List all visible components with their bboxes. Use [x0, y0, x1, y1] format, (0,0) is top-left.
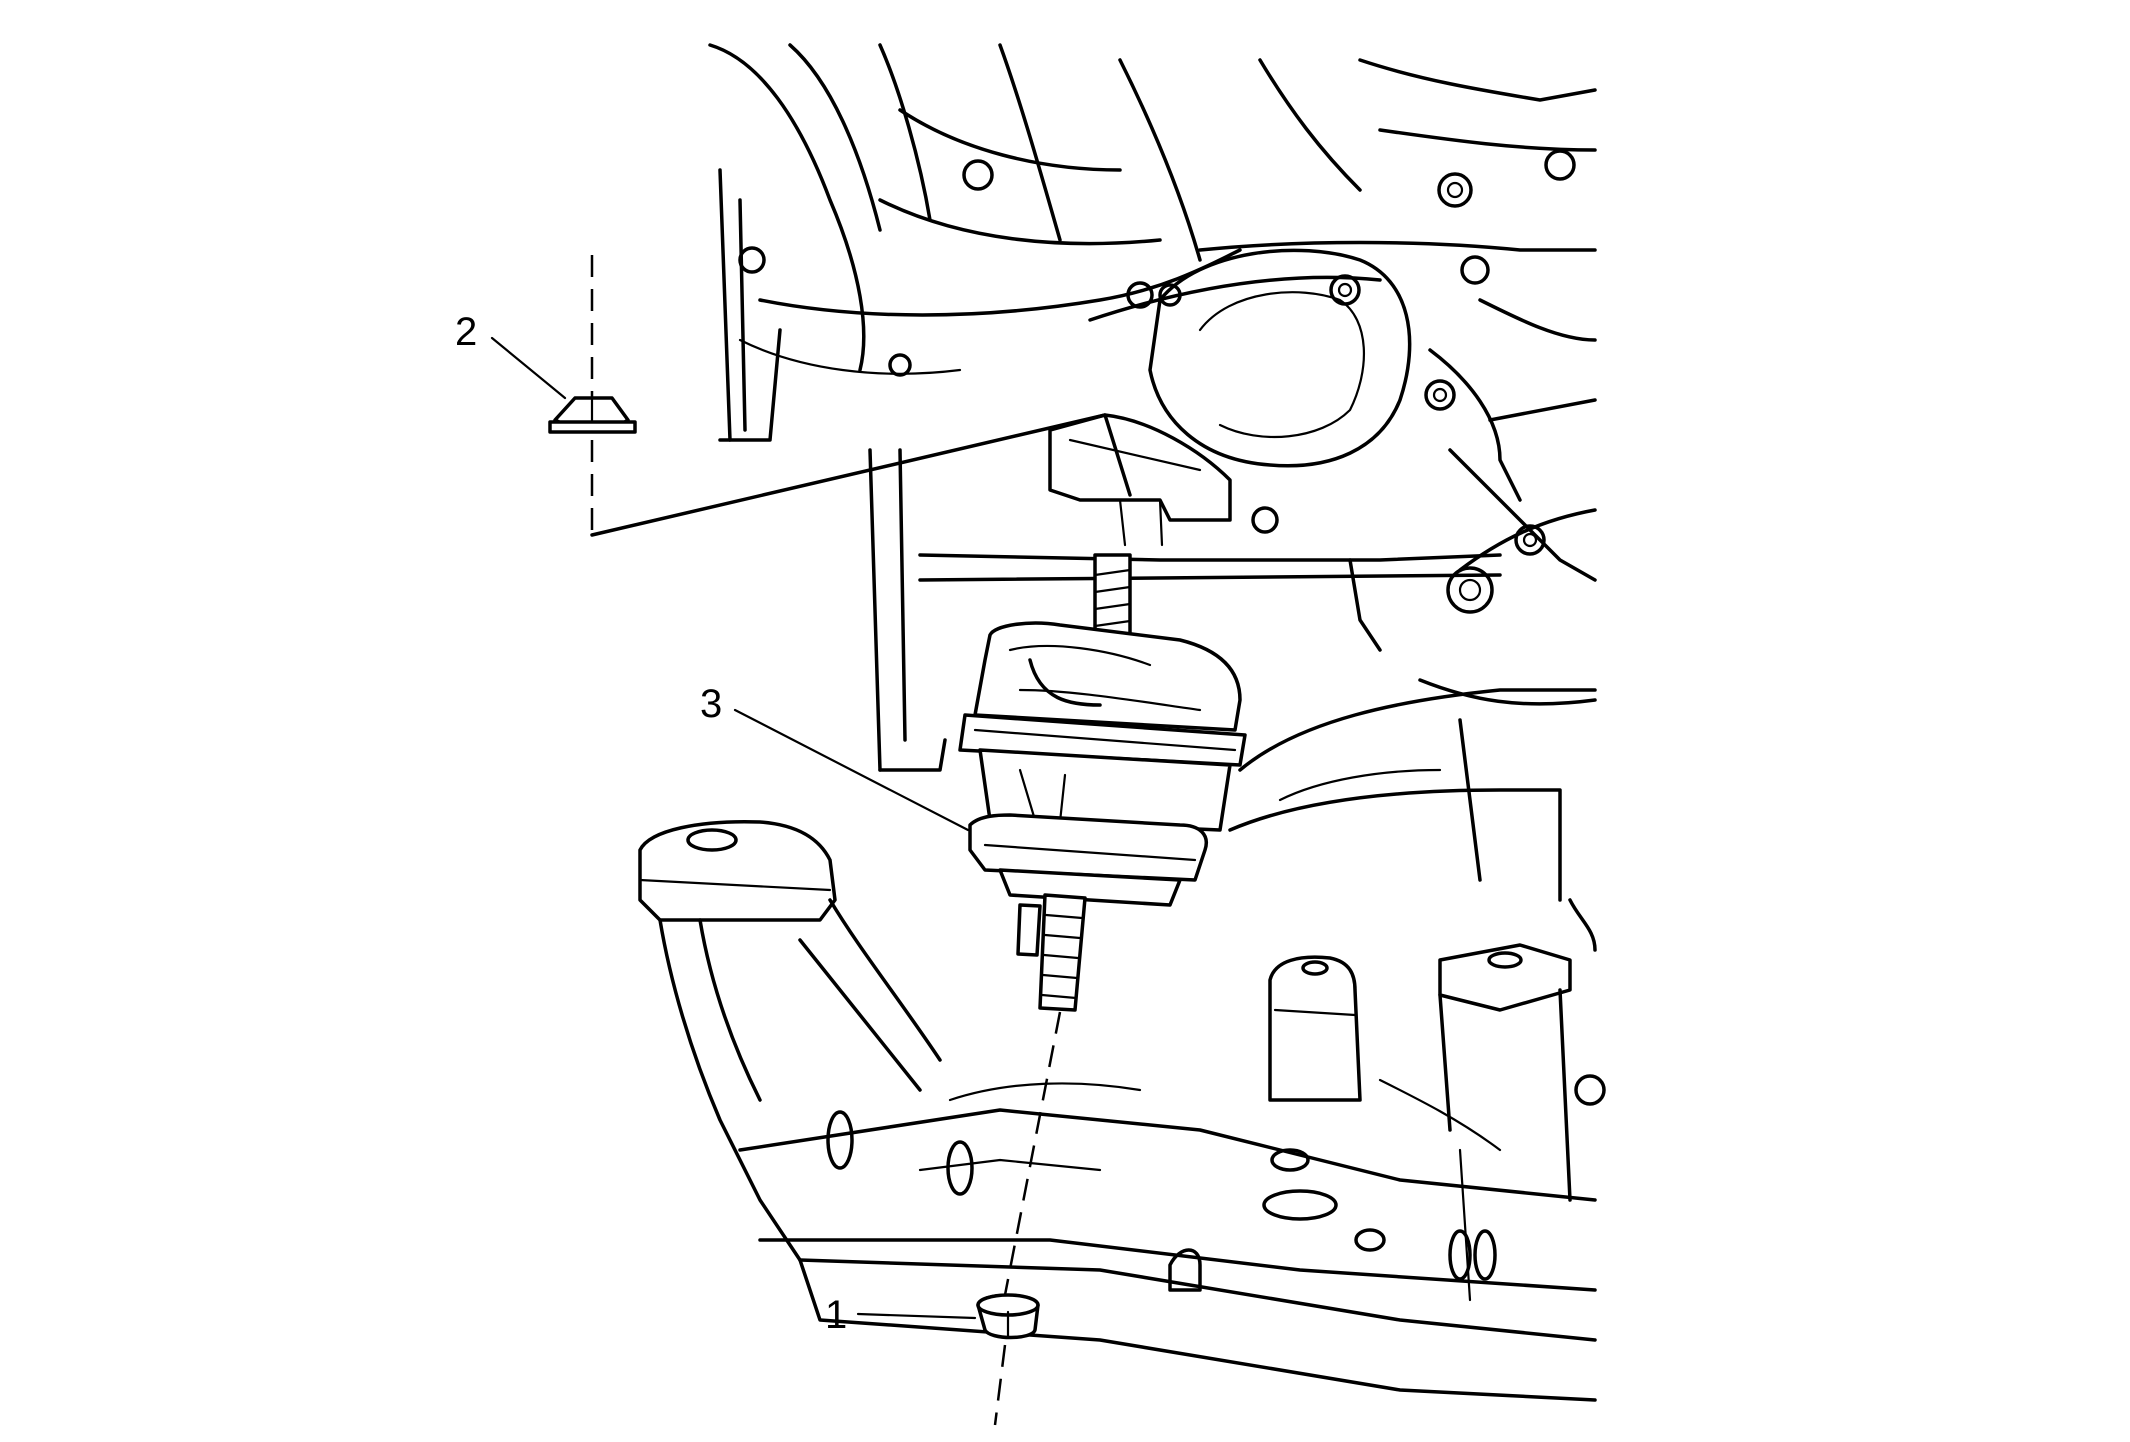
callout-1-label: 1: [825, 1293, 847, 1337]
callout-3-label: 3: [700, 682, 722, 726]
upper-nut-install-path: [590, 413, 1132, 537]
crossmember: [638, 819, 1606, 1402]
callout-3: 3: [700, 682, 970, 832]
engine-mount: [958, 553, 1247, 1012]
lower-nut: [976, 1011, 1062, 1426]
callout-1: 1: [825, 1293, 977, 1337]
upper-nut: [548, 255, 637, 535]
callout-2: 2: [455, 310, 567, 400]
engine-block: [708, 43, 1597, 902]
callout-2-label: 2: [455, 310, 477, 354]
